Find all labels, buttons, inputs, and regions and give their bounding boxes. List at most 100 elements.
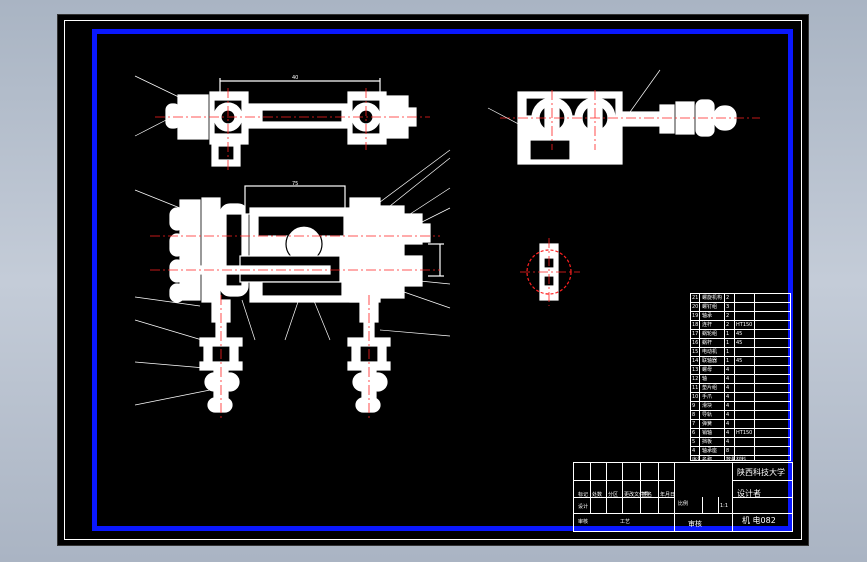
checker-label: 审核 <box>688 520 702 528</box>
bom-cell-no: 12 <box>692 376 699 382</box>
drawing-number: 机 电082 <box>742 516 776 525</box>
bom-cell-qty: 2 <box>726 322 730 328</box>
bom-cell-name: 电动机 <box>702 349 718 355</box>
bom-cell-mat: 45 <box>736 358 743 364</box>
bom-column-divider <box>754 294 755 460</box>
scale-label: 比例 <box>678 501 689 507</box>
bom-cell-no: 5 <box>692 439 696 445</box>
front-view <box>169 185 444 413</box>
bom-cell-no: 20 <box>692 304 699 310</box>
bom-cell-name: 手爪 <box>702 394 713 400</box>
bom-cell-name: 垫片组 <box>702 385 718 391</box>
bom-cell-name: 导轨 <box>702 412 713 418</box>
review-row-label: 审核 <box>578 519 589 525</box>
bom-cell-no: 21 <box>692 295 699 301</box>
bom-cell-qty: 4 <box>726 367 730 373</box>
change-doc-label: 更改文件号 <box>624 492 650 498</box>
bom-cell-qty: 4 <box>726 403 730 409</box>
bom-column-divider <box>724 294 725 460</box>
title-block: 标记 处数 分区 更改文件号 签名 年月日 设计 审核 工艺 比例 1:1 审核… <box>573 462 793 532</box>
bom-cell-qty: 4 <box>726 412 730 418</box>
bom-cell-qty: 4 <box>726 394 730 400</box>
bom-cell-qty: 1 <box>726 358 730 364</box>
sign-label: 签名 <box>642 492 653 498</box>
bom-column-divider <box>699 294 700 460</box>
bom-cell-mat: HT150 <box>736 430 753 436</box>
bom-cell-no: 18 <box>692 322 699 328</box>
bom-cell-no: 4 <box>692 448 696 454</box>
leader-lines <box>134 69 661 406</box>
bom-cell-name: 连杆 <box>702 322 713 328</box>
designer-label: 设计者 <box>737 489 761 498</box>
bom-cell-no: 13 <box>692 367 699 373</box>
date-label: 年月日 <box>660 492 676 498</box>
top-view <box>165 78 417 167</box>
bom-cell-qty: 2 <box>726 295 730 301</box>
bom-cell-no: 10 <box>692 394 699 400</box>
bom-cell-no: 14 <box>692 358 699 364</box>
side-view <box>517 91 737 165</box>
count-label: 处数 <box>592 492 603 498</box>
bom-cell-no: 9 <box>692 403 696 409</box>
bom-cell-name: 螺钉组 <box>702 304 718 310</box>
design-row-label: 设计 <box>578 504 589 510</box>
dim-top-label: 40 <box>292 75 298 81</box>
bom-cell-name: 轴承座 <box>702 448 718 454</box>
bom-cell-name: 滑块 <box>702 403 713 409</box>
bom-cell-name: 蜗杆 <box>702 340 713 346</box>
bom-header-no: 序号 <box>692 457 700 461</box>
bom-cell-mat: 45 <box>736 340 743 346</box>
bom-header-qty: 数量 <box>726 457 734 461</box>
bom-cell-no: 11 <box>692 385 699 391</box>
bom-cell-mat: 45 <box>736 331 743 337</box>
bom-header-mat: 材料 <box>736 457 747 461</box>
bom-cell-no: 6 <box>692 430 696 436</box>
bom-cell-no: 15 <box>692 349 699 355</box>
bom-cell-name: 弹簧 <box>702 421 713 427</box>
school-name: 陕西科技大学 <box>737 468 785 477</box>
bom-cell-qty: 3 <box>726 304 730 310</box>
bom-cell-mat: HT150 <box>736 322 753 328</box>
bom-cell-qty: 4 <box>726 376 730 382</box>
bom-cell-name: 螺旋机构 <box>702 295 723 301</box>
bom-cell-qty: 2 <box>726 313 730 319</box>
bom-cell-name: 挡板 <box>702 439 713 445</box>
bom-cell-qty: 4 <box>726 430 730 436</box>
bom-cell-qty: 4 <box>726 385 730 391</box>
bom-column-divider <box>734 294 735 460</box>
bom-cell-qty: 8 <box>726 448 730 454</box>
bom-cell-qty: 4 <box>726 421 730 427</box>
center-lines <box>150 88 760 418</box>
bom-row: 4 轴承座 8 <box>691 447 790 456</box>
bom-row: 7 弹簧 4 <box>691 420 790 429</box>
scale-value: 1:1 <box>720 503 729 509</box>
bom-cell-no: 16 <box>692 340 699 346</box>
bom-cell-name: 蜗轮组 <box>702 331 718 337</box>
bom-cell-no: 17 <box>692 331 699 337</box>
bom-cell-name: 轴 <box>702 376 708 382</box>
bom-cell-name: 联轴器 <box>702 358 718 364</box>
bom-cell-no: 19 <box>692 313 699 319</box>
bom-cell-qty: 4 <box>726 439 730 445</box>
bom-header-name: 名称 <box>702 457 713 461</box>
bom-cell-no: 7 <box>692 421 696 427</box>
bom-row: 5 挡板 4 <box>691 438 790 447</box>
bom-cell-qty: 1 <box>726 349 730 355</box>
bom-header-row: 序号名称 数量材料 <box>691 456 790 461</box>
mark-label: 标记 <box>578 492 589 498</box>
